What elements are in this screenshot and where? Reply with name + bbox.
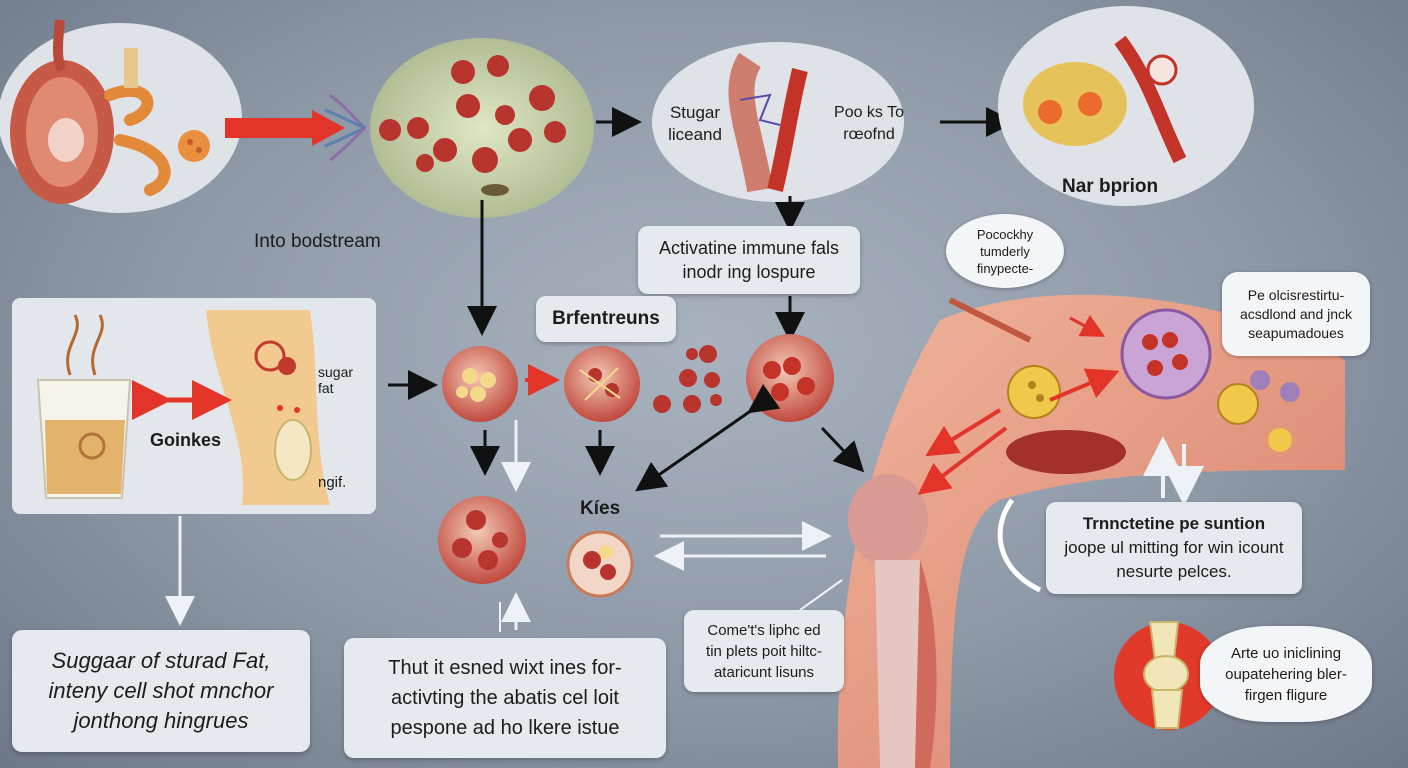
- bottom-mid-box: Thut it esned wixt ines for- activting t…: [344, 638, 666, 758]
- large-cell-icon: [438, 496, 526, 584]
- activated-cell-icon: [564, 346, 640, 422]
- bottom-left-line: jonthong hingrues: [73, 708, 249, 733]
- pocks-to-react-line: Poo ks To: [834, 104, 904, 121]
- bloodstream-cell-icon: [370, 38, 594, 218]
- free-cells-icon: [653, 345, 722, 413]
- sugar-ligand-line: Stugar: [669, 103, 721, 122]
- pe-bubble: Pe olcisrestirtu- acsdlond and jnck seap…: [1222, 272, 1370, 356]
- comets-line: tin plets poit hiltc-: [706, 642, 822, 660]
- trnnctetine-line: nesurte pelces.: [1116, 562, 1232, 581]
- joint-bone-icon: [206, 310, 330, 505]
- near-bprion-label: Nar bprion: [1062, 176, 1159, 197]
- bottom-mid-line: activting the abatis cel loit: [391, 687, 619, 709]
- trnnctetine-line: joope ul mitting for win icount: [1064, 538, 1284, 557]
- activating-immune-line: Activatine immune fals: [658, 238, 840, 258]
- pocks-to-react-line: rœofnd: [843, 126, 895, 143]
- bottom-right-bubble: Arte uo iniclining oupatehering bler- fi…: [1200, 626, 1372, 722]
- pocukhy-line: Pocockhy: [976, 226, 1034, 242]
- pocukhy-bubble: Pocockhy tumderly finypecte-: [946, 214, 1064, 288]
- intestine-icon: [0, 19, 242, 213]
- pe-line: acsdlond and jnck: [1239, 305, 1353, 322]
- pocukhy-line: tumderly: [980, 243, 1030, 259]
- joint-inflammation-icon: [1114, 621, 1222, 730]
- brfentreuns-text: Brfentreuns: [552, 308, 660, 329]
- pe-line: seapumadoues: [1248, 324, 1344, 341]
- goinkes-label: Goinkes: [150, 430, 222, 450]
- knee-joint-icon: [837, 294, 1345, 768]
- trnnctetine-line: Trnnctetine pe suntion: [1082, 514, 1266, 533]
- bottom-left-line: inteny cell shot mnchor: [48, 678, 274, 703]
- bottom-left-box: Suggaar of sturad Fat, inteny cell shot …: [12, 630, 310, 752]
- into-bloodstream-label: Into bodstream: [254, 231, 381, 252]
- bottom-right-line: oupatehering bler-: [1225, 665, 1347, 683]
- bottom-mid-line: pespone ad ho lkere istue: [390, 717, 620, 739]
- pocukhy-line: finypecte-: [976, 260, 1034, 276]
- sugar-drink-icon: [36, 314, 132, 499]
- small-cell-icon: [566, 530, 634, 598]
- receptor-icon: [652, 42, 904, 202]
- bottom-right-line: Arte uo iniclining: [1230, 644, 1342, 662]
- sugar-ligand-line: liceand: [668, 125, 722, 144]
- bottom-mid-line: Thut it esned wixt ines for-: [388, 657, 622, 679]
- pe-line: Pe olcisrestirtu-: [1247, 286, 1345, 303]
- kies-label: Kíes: [580, 498, 621, 519]
- sugar-fat-line: fat: [318, 380, 334, 396]
- pocks-to-react-label: Poo ks To rœofnd: [824, 102, 914, 146]
- activating-immune-line: inodr ing lospure: [682, 262, 816, 282]
- sugar-ligand-label: Stugar liceand: [660, 102, 730, 146]
- neuron-icon: [998, 6, 1254, 206]
- sugar-fat-line: sugar: [318, 364, 354, 380]
- comets-line: Come't's liphc ed: [707, 621, 821, 639]
- bottom-right-line: firgen fligure: [1244, 686, 1328, 704]
- bottom-left-line: Suggaar of sturad Fat,: [51, 648, 271, 673]
- ngif-label: ngif.: [318, 474, 347, 491]
- sugar-fat-small-label: sugar fat: [318, 364, 353, 396]
- cell-cluster-icon: [746, 334, 834, 422]
- immune-cell-icon: [442, 346, 518, 422]
- comets-line: ataricunt lisuns: [713, 663, 815, 681]
- activating-immune-box: Activatine immune fals inodr ing lospure: [638, 226, 860, 294]
- comets-box: Come't's liphc ed tin plets poit hiltc- …: [684, 610, 844, 692]
- brfentreuns-box: Brfentreuns: [536, 296, 676, 342]
- trnnctetine-box: Trnnctetine pe suntion joope ul mitting …: [1046, 502, 1302, 594]
